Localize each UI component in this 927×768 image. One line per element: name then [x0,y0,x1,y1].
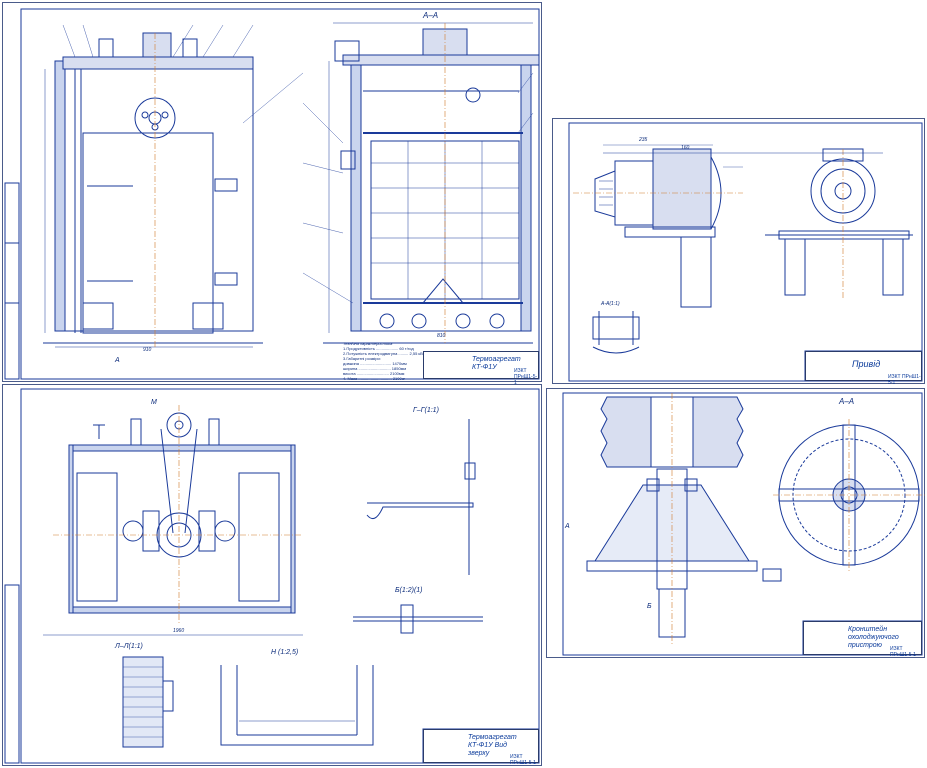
drawing-code: ИЗКТ ПРнШ1-5-1 [890,646,916,658]
spec-line: довжина ............................ 147… [343,361,407,366]
title-block: Привід ИЗКТ ПРнШ1-5-1 [805,351,922,386]
dim-bottom-right: 810 [437,333,446,339]
title-block: Кронштейн охолоджуючого пристрою ИЗКТ ПР… [803,621,922,658]
section-a-a-label: А–А [839,397,855,406]
view-b-label: Б(1:2)(1) [395,587,423,594]
spec-line: ширина ............................. 185… [343,366,407,371]
spec-line: висота ............................. 210… [343,371,405,376]
bracket-drawing [562,392,925,656]
spec-line: 1.Продуктивність .................... 60… [343,346,414,351]
spec-block: Технічна характеристика 1.Продуктивність… [343,341,433,381]
sheet-top-view: М Г–Г(1:1) Б(1:2)(1) Л–Л(1:1) Н (1:2,5) … [2,384,542,766]
sheet-bracket: А–А А Б Кронштейн охолоджуючого пристрою… [546,388,925,658]
spec-line: 2.Потужність електродвигуна ......... 2,… [343,351,425,356]
view-g-label: Г–Г(1:1) [413,407,439,414]
spec-line: 4. Маса .............................. 2… [343,376,405,381]
sheet-thermo-assembly: А–А А 910 810 Технічна характеристика 1.… [2,2,542,386]
dim-160: 160 [681,145,690,151]
view-mark-a: А [115,357,120,364]
section-a-a-label: А–А [423,11,439,20]
mark-a: А [565,523,570,530]
dim-1960: 1960 [173,628,185,634]
view-l-label: Л–Л(1:1) [115,643,143,650]
drawing-title: Привід [852,359,881,369]
dim-235: 235 [639,137,648,143]
drawing-code: ИЗКТ ПРнШ1-5-1 [510,754,536,766]
drawing-code: ИЗКТ ПРнШ1-5-1 [888,374,921,386]
drawing-code: ИЗКТ ПРнШ1-5-1 [514,368,538,386]
drawing-title: Термоагрегат КТ-Ф1У [472,356,521,371]
spec-title: Технічна характеристика [343,341,393,346]
dim-bottom-left: 910 [143,347,152,353]
spec-line: 3.Габаритні розміри: [343,356,381,361]
view-n-label: Н (1:2,5) [271,649,299,656]
drive-drawing [568,122,923,382]
title-block: Термоагрегат КТ-Ф1У ИЗКТ ПРнШ1-5-1 [423,351,539,386]
drawing-title: Кронштейн охолоджуючого пристрою [848,626,899,649]
assembly-drawing [4,8,540,380]
view-a-a-label: А-А(1:1) [601,301,620,307]
sheet-drive: 235 160 А-А(1:1) Привід ИЗКТ ПРнШ1-5-1 [552,118,925,386]
top-view-drawing [4,388,540,764]
view-m-label: М [151,399,157,406]
title-block: Термоагрегат КТ-Ф1У Вид зверху ИЗКТ ПРнШ… [423,729,539,766]
drawing-title: Термоагрегат КТ-Ф1У Вид зверху [468,734,517,757]
mark-b: Б [647,603,652,610]
